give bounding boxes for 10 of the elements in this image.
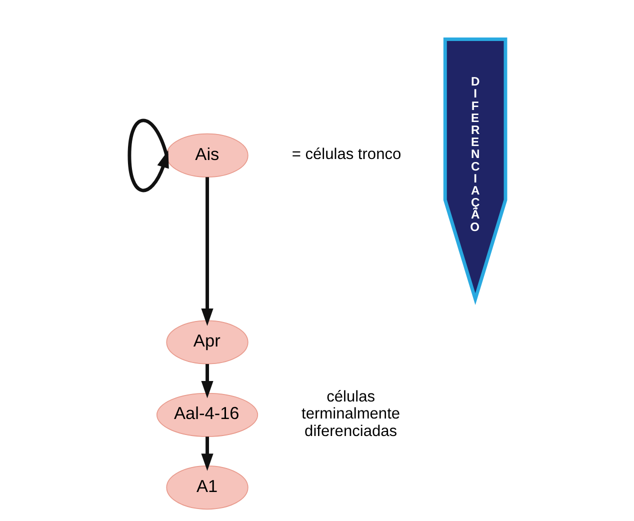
label: células terminalmente diferenciadas — [301, 388, 400, 440]
node-ellipse: Ais — [166, 133, 248, 178]
arrow — [127, 118, 168, 192]
arrow — [200, 436, 213, 471]
node-ellipse: A1 — [166, 465, 248, 510]
node-ellipse: Apr — [166, 320, 248, 364]
node-ellipse: Aal-4-16 — [156, 392, 258, 437]
arrow — [200, 177, 213, 326]
node-label: = células tronco — [291, 146, 401, 164]
arrow — [200, 364, 213, 398]
